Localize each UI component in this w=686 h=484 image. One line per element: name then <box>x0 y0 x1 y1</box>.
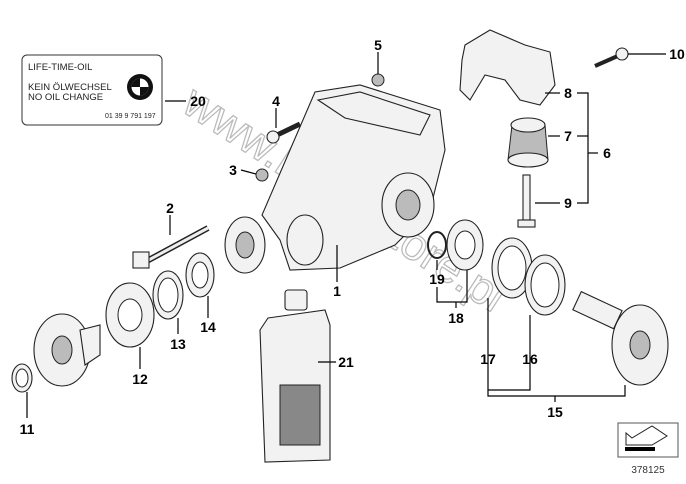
nut-part-3[interactable] <box>255 168 269 182</box>
callout-13[interactable]: 13 <box>170 336 186 352</box>
output-flange-left[interactable] <box>33 313 101 387</box>
bolt-part-4[interactable] <box>266 121 302 144</box>
callout-17[interactable]: 17 <box>480 351 496 367</box>
callout-4[interactable]: 4 <box>272 93 280 109</box>
callout-3[interactable]: 3 <box>229 162 237 178</box>
shaft-seal-part-14[interactable] <box>185 252 215 298</box>
seal-ring-part-13[interactable] <box>152 270 184 320</box>
oil-bottle-part-21[interactable] <box>259 289 331 463</box>
shim-part-16[interactable] <box>524 254 566 316</box>
shim-part-17[interactable] <box>491 237 533 299</box>
label-part-number: 01 39 9 791 197 <box>105 113 156 120</box>
callout-21[interactable]: 21 <box>338 354 354 370</box>
bolt-part-10[interactable] <box>594 47 629 68</box>
callout-9[interactable]: 9 <box>564 195 572 211</box>
bmw-logo-icon <box>127 74 153 100</box>
drive-flange-housing[interactable] <box>224 216 266 274</box>
callout-8[interactable]: 8 <box>564 85 572 101</box>
callout-6[interactable]: 6 <box>603 145 611 161</box>
callout-14[interactable]: 14 <box>200 319 216 335</box>
callout-7[interactable]: 7 <box>564 128 572 144</box>
callout-12[interactable]: 12 <box>132 371 148 387</box>
differential-housing[interactable] <box>261 84 446 271</box>
shaft-seal-part-18[interactable] <box>446 219 484 271</box>
callouts: 5 10 4 20 8 7 6 9 3 2 1 19 18 14 13 12 1… <box>20 37 685 437</box>
mount-bracket-part-8[interactable] <box>459 29 556 106</box>
label-line3: NO OIL CHANGE <box>28 92 103 103</box>
callout-18[interactable]: 18 <box>448 310 464 326</box>
callout-19[interactable]: 19 <box>429 271 445 287</box>
callout-16[interactable]: 16 <box>522 351 538 367</box>
shim-part-12[interactable] <box>105 282 155 348</box>
oring-part-19[interactable] <box>427 231 447 259</box>
callout-11[interactable]: 11 <box>20 421 35 437</box>
bolt-part-2[interactable] <box>132 225 210 269</box>
callout-2[interactable]: 2 <box>166 200 174 216</box>
callout-5[interactable]: 5 <box>374 37 382 53</box>
label-line1: LIFE-TIME-OIL <box>28 62 92 73</box>
label-line2: KEIN ÖLWECHSEL <box>28 82 112 93</box>
diagram-reference: 378125 <box>617 422 679 476</box>
arrow-icon <box>625 425 668 451</box>
bolt-part-9[interactable] <box>517 174 536 228</box>
rubber-bushing-part-7[interactable] <box>507 117 549 168</box>
output-flange-right[interactable] <box>572 290 669 386</box>
diagram-number: 378125 <box>631 465 665 476</box>
oil-label-sticker[interactable]: LIFE-TIME-OIL KEIN ÖLWECHSEL NO OIL CHAN… <box>21 54 163 126</box>
callout-10[interactable]: 10 <box>669 46 685 62</box>
nut-part-5[interactable] <box>371 73 385 87</box>
lock-ring-part-11[interactable] <box>11 363 33 393</box>
callout-1[interactable]: 1 <box>333 283 341 299</box>
callout-15[interactable]: 15 <box>547 404 563 420</box>
callout-20[interactable]: 20 <box>190 93 206 109</box>
leader-lines <box>26 52 666 418</box>
